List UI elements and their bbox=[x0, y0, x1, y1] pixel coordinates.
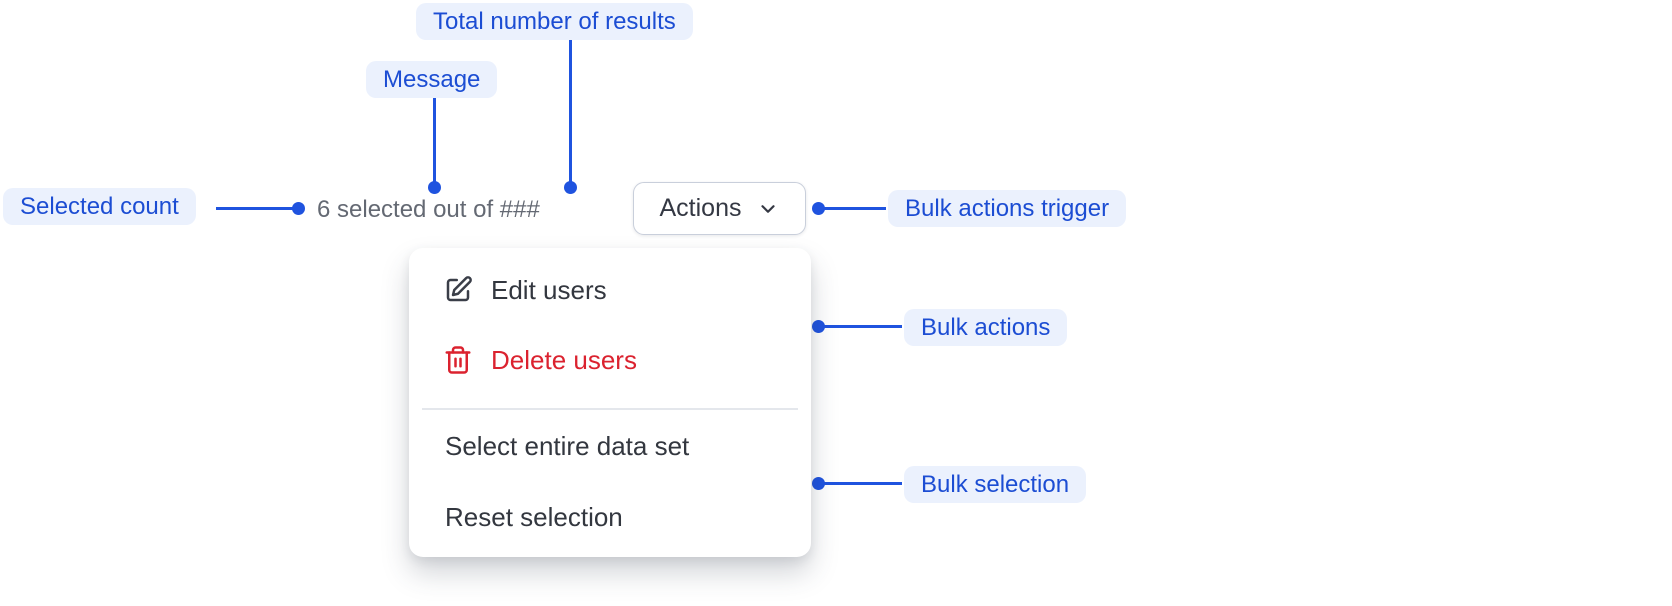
connector-dot-bulk-selection bbox=[812, 477, 825, 490]
connector-dot-bulk-actions-trigger bbox=[812, 202, 825, 215]
connector-line-bulk-selection bbox=[823, 482, 902, 485]
connector-line-bulk-actions bbox=[823, 325, 902, 328]
menu-item-select-entire-data-set[interactable]: Select entire data set bbox=[409, 424, 811, 468]
annotation-label-bulk-actions-trigger: Bulk actions trigger bbox=[888, 190, 1127, 227]
connector-line-selected-count bbox=[216, 207, 296, 210]
selected-count-message: 6 selected out of ### bbox=[317, 196, 540, 223]
menu-divider bbox=[422, 408, 798, 410]
connector-line-message bbox=[433, 98, 436, 182]
chevron-down-icon bbox=[757, 198, 779, 220]
trash-icon bbox=[443, 345, 473, 375]
connector-dot-selected-count bbox=[292, 202, 305, 215]
menu-item-edit-users[interactable]: Edit users bbox=[409, 268, 811, 312]
menu-item-label: Edit users bbox=[491, 274, 607, 305]
connector-line-total-results bbox=[569, 40, 572, 182]
bulk-actions-menu: Edit users Delete users Select entire da… bbox=[409, 248, 811, 557]
connector-line-bulk-actions-trigger bbox=[823, 207, 886, 210]
annotation-label-bulk-actions: Bulk actions bbox=[904, 309, 1068, 346]
bulk-actions-trigger-button[interactable]: Actions bbox=[633, 182, 806, 235]
actions-button-label: Actions bbox=[659, 194, 742, 222]
annotation-label-message: Message bbox=[366, 61, 498, 98]
menu-item-label: Select entire data set bbox=[445, 430, 690, 461]
connector-dot-total-results bbox=[564, 181, 577, 194]
annotation-label-bulk-selection: Bulk selection bbox=[904, 466, 1087, 503]
menu-item-label: Delete users bbox=[491, 344, 637, 375]
menu-item-reset-selection[interactable]: Reset selection bbox=[409, 495, 811, 539]
connector-dot-message bbox=[428, 181, 441, 194]
edit-pencil-icon bbox=[443, 275, 473, 305]
connector-dot-bulk-actions bbox=[812, 320, 825, 333]
annotation-label-selected-count: Selected count bbox=[3, 188, 196, 225]
menu-item-delete-users[interactable]: Delete users bbox=[409, 338, 811, 382]
menu-item-label: Reset selection bbox=[445, 501, 623, 532]
annotation-label-total-results: Total number of results bbox=[416, 3, 693, 40]
